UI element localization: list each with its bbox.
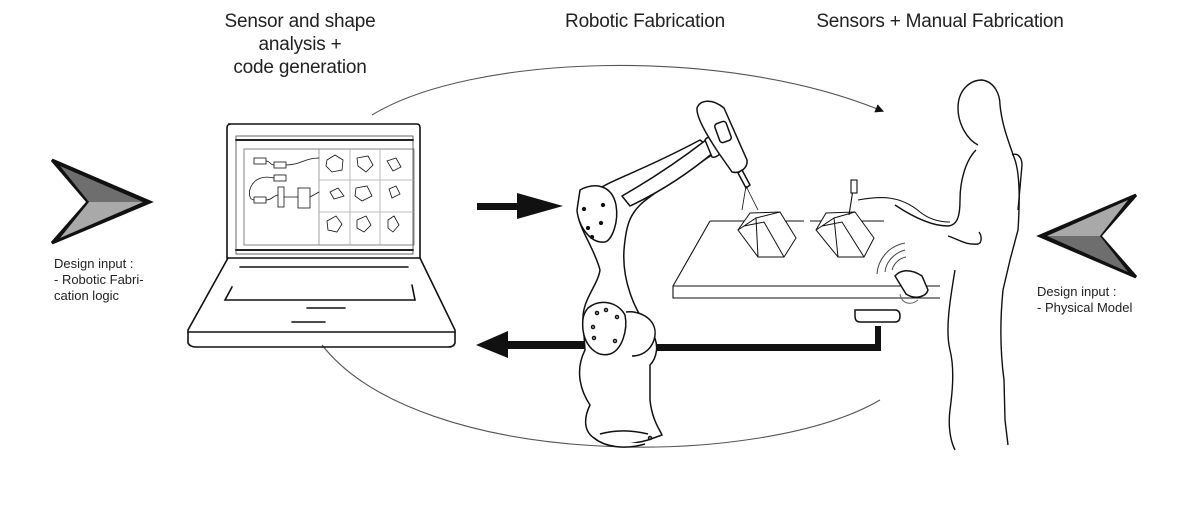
robot-arm-icon xyxy=(576,100,759,448)
forward-arrow-icon xyxy=(477,193,563,219)
title-robotic-fabrication: Robotic Fabrication xyxy=(565,11,725,32)
handheld-tool-icon xyxy=(848,179,951,223)
workpiece-robotic xyxy=(737,211,797,258)
feedback-arrow-icon xyxy=(476,326,881,358)
design-input-left-line1: Design input : xyxy=(54,256,134,271)
robot-tool-head xyxy=(696,100,759,211)
sensor-icon xyxy=(876,242,929,304)
laptop-icon xyxy=(187,123,456,348)
right-arrowhead-icon xyxy=(1036,193,1138,279)
title-manual-fabrication: Sensors + Manual Fabrication xyxy=(816,11,1064,32)
title-analysis-line3: code generation xyxy=(233,57,367,78)
left-arrowhead-icon xyxy=(50,158,154,245)
design-input-right-line2: - Physical Model xyxy=(1037,300,1133,315)
title-analysis-line1: Sensor and shape xyxy=(224,11,376,32)
design-input-left-line2: - Robotic Fabri- xyxy=(54,272,144,287)
cycle-loop xyxy=(321,64,885,448)
cycle-arc-top xyxy=(371,64,885,116)
title-analysis: Sensor and shape analysis + code generat… xyxy=(200,10,400,79)
design-input-right-line1: Design input : xyxy=(1037,284,1117,299)
laptop-screen xyxy=(235,135,415,255)
title-analysis-line2: analysis + xyxy=(258,34,342,55)
cycle-arc-bottom xyxy=(321,344,881,448)
design-input-left-line3: cation logic xyxy=(54,288,120,303)
design-input-left: Design input : - Robotic Fabri- cation l… xyxy=(54,256,184,304)
person-icon xyxy=(894,79,1023,451)
design-input-right: Design input : - Physical Model xyxy=(1037,284,1177,316)
workpiece-manual xyxy=(815,211,875,258)
